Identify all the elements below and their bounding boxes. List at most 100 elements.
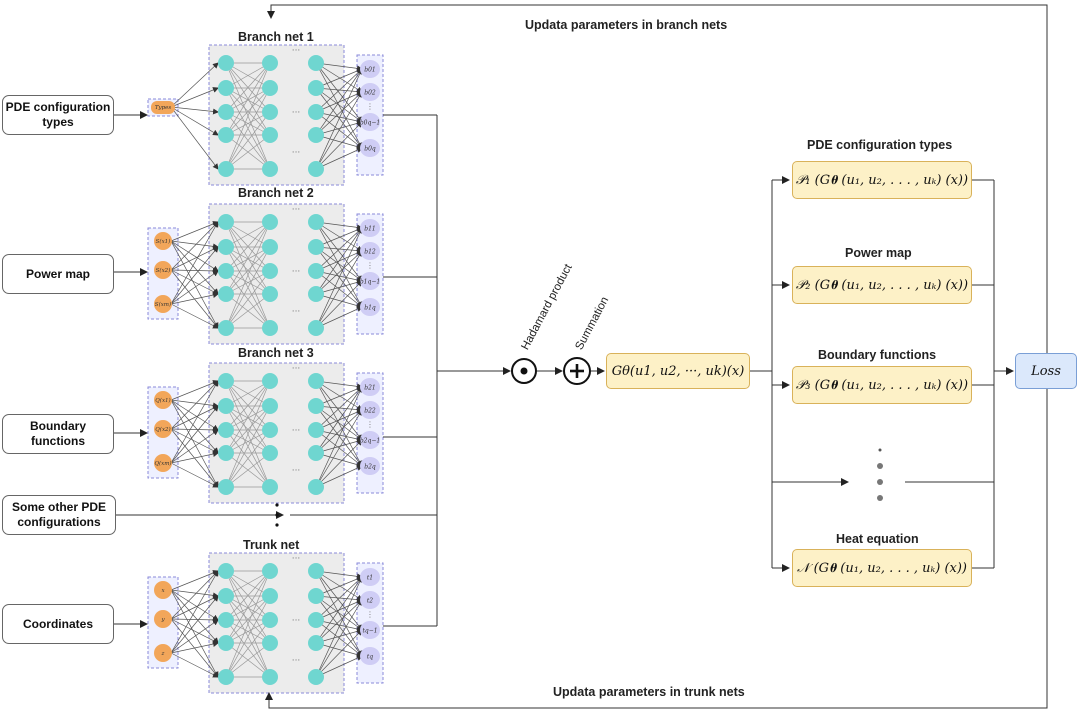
hadamard-label: Hadamard product <box>519 262 575 352</box>
net-title-branch-1: Branch net 1 <box>238 30 314 44</box>
output-node-label: b12 <box>364 249 376 256</box>
ellipsis-text: ··· <box>292 466 301 476</box>
ellipsis-text: ··· <box>292 267 301 277</box>
ellipsis-text: ⋮ <box>366 102 374 111</box>
hadamard-dot <box>520 367 528 375</box>
input-node-label: x <box>161 588 165 594</box>
summation-label: Summation <box>573 295 612 352</box>
hidden-node <box>308 214 324 230</box>
input-node-label: Q(x1) <box>155 397 170 404</box>
hidden-node <box>308 422 324 438</box>
hidden-node <box>308 161 324 177</box>
hidden-node <box>218 161 234 177</box>
hidden-node <box>218 263 234 279</box>
ellipsis-dot <box>877 495 883 501</box>
ellipsis-dot <box>275 523 279 527</box>
ellipsis-text: ⋮ <box>366 420 374 429</box>
hidden-node <box>308 445 324 461</box>
output-node-label: b2q <box>364 464 376 471</box>
ellipsis-text: ··· <box>292 148 301 158</box>
input-box-pde-types: PDE configuration types <box>2 95 114 135</box>
ellipsis-text: ··· <box>292 108 301 118</box>
hidden-node <box>262 422 278 438</box>
hidden-node <box>262 445 278 461</box>
hidden-node <box>262 612 278 628</box>
hidden-node <box>262 80 278 96</box>
output-node <box>360 83 380 101</box>
hidden-node <box>262 320 278 336</box>
operator-output-box: Gθ(u1, u2, ···, uk)(x) <box>606 353 750 389</box>
hidden-node <box>218 588 234 604</box>
output-node-label: t2 <box>367 598 373 605</box>
input-node-label: y <box>160 617 165 623</box>
output-node <box>360 401 380 419</box>
ellipsis-dot <box>877 479 883 485</box>
net-title-trunk: Trunk net <box>243 538 300 552</box>
net-title-branch-3: Branch net 3 <box>238 346 314 360</box>
head-title-heat: Heat equation <box>836 532 919 546</box>
head-box-heat: 𝒩 (G𝛉 (u₁, u₂, . . . , uₖ) (x)) <box>792 549 972 587</box>
hidden-node <box>308 398 324 414</box>
hidden-node <box>262 588 278 604</box>
hidden-node <box>308 612 324 628</box>
hidden-node <box>308 127 324 143</box>
output-node-label: b2q−1 <box>360 438 380 445</box>
ellipsis-dot <box>275 503 279 507</box>
output-node-label: tq <box>367 654 373 661</box>
hidden-node <box>218 373 234 389</box>
ellipsis-text: ··· <box>292 307 301 317</box>
head-box-boundary: 𝒫₃ (G𝛉 (u₁, u₂, . . . , uₖ) (x)) <box>792 366 972 404</box>
feedback-top <box>267 4 1048 353</box>
head-box-pde-types: 𝒫₁ (G𝛉 (u₁, u₂, . . . , uₖ) (x)) <box>792 161 972 199</box>
hidden-node <box>218 635 234 651</box>
hidden-node <box>218 479 234 495</box>
input-box-coordinates: Coordinates <box>2 604 114 644</box>
hidden-node <box>262 214 278 230</box>
output-node <box>360 60 380 78</box>
output-node-label: b1q−1 <box>360 279 380 286</box>
hidden-node <box>308 263 324 279</box>
hidden-node <box>262 263 278 279</box>
ellipsis-text: ··· <box>292 616 301 626</box>
output-node <box>360 219 380 237</box>
output-node-label: b0q−1 <box>360 120 380 127</box>
hidden-node <box>218 214 234 230</box>
hidden-node <box>308 669 324 685</box>
output-node-label: b01 <box>364 67 375 74</box>
output-node-label: b02 <box>364 90 376 97</box>
net-title-branch-2: Branch net 2 <box>238 186 314 200</box>
hidden-node <box>218 239 234 255</box>
input-node <box>154 454 172 472</box>
output-node <box>360 139 380 157</box>
hidden-node <box>262 286 278 302</box>
hidden-node <box>308 55 324 71</box>
output-node-label: b1q <box>364 305 376 312</box>
hidden-node <box>262 563 278 579</box>
hidden-node <box>262 479 278 495</box>
head-title-power-map: Power map <box>845 246 912 260</box>
input-node <box>154 391 172 409</box>
input-node-label: S(xm) <box>155 301 171 308</box>
hidden-node <box>218 612 234 628</box>
hidden-node <box>218 55 234 71</box>
input-node <box>154 261 172 279</box>
hidden-node <box>308 104 324 120</box>
input-node-label: S(x1) <box>156 238 171 245</box>
hidden-node <box>262 669 278 685</box>
hidden-node <box>218 127 234 143</box>
input-node <box>154 232 172 250</box>
head-title-boundary: Boundary functions <box>818 348 937 362</box>
top-feedback-label: Updata parameters in branch nets <box>525 18 728 32</box>
ellipsis-text: ⋮ <box>366 610 374 619</box>
input-box-other-pde: Some other PDE configurations <box>2 495 116 535</box>
hidden-node <box>218 398 234 414</box>
hidden-node <box>308 320 324 336</box>
hidden-node <box>308 373 324 389</box>
hidden-node <box>218 422 234 438</box>
output-node-label: b11 <box>364 226 375 233</box>
hidden-node <box>308 239 324 255</box>
input-box-power-map: Power map <box>2 254 114 294</box>
